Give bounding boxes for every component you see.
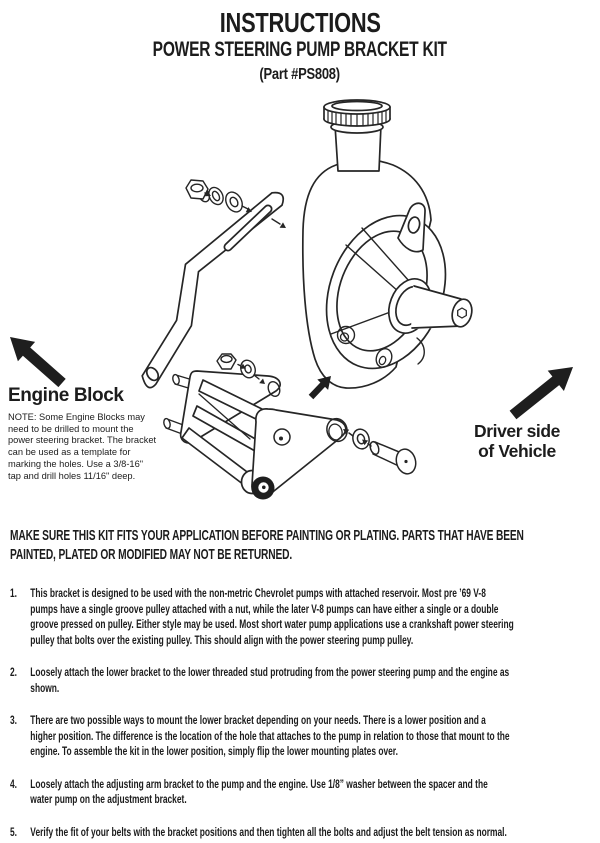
engine-block-arrow-icon [10,337,66,388]
hex-nut-icon [185,179,209,200]
adjusting-arm-bracket [141,191,285,389]
assembly-direction-arrow-icon [308,376,331,400]
warning-line: MAKE SURE THIS KIT FITS YOUR APPLICATION… [10,527,524,544]
instruction-item-3: 3. There are two possible ways to mount … [10,713,598,760]
note-line: tap and drill holes 11/16" deep. [8,470,136,481]
pump-assembly-illustration [10,99,573,500]
flat-washer-icon [225,191,243,213]
note-line: can be used as a template for [8,447,131,458]
warning-text: MAKE SURE THIS KIT FITS YOUR APPLICATION… [10,527,600,564]
item-number: 2. [10,665,18,679]
bolt-washer-icon [352,428,370,450]
engine-block-note: NOTE: Some Engine Blocks may need to be … [8,412,156,482]
mounting-bolt [343,428,417,475]
note-line: marking the holes. Use a 3/8-16" [8,458,144,469]
driver-side-label: Driver side of Vehicle [473,421,561,461]
engine-block-label: Engine Block [8,385,124,406]
instruction-item-2: 2. Loosely attach the lower bracket to t… [10,665,598,696]
mounting-ear [397,202,426,253]
pump-shaft [387,278,473,334]
reservoir-cap-icon [323,99,391,127]
page-subtitle: POWER STEERING PUMP BRACKET KIT [152,38,448,61]
note-line: NOTE: Some Engine Blocks may [8,412,145,422]
lower-bracket [163,353,417,500]
header: INSTRUCTIONS POWER STEERING PUMP BRACKET… [0,8,600,86]
driver-side-arrow-icon [509,367,573,420]
item-number: 1. [10,586,18,600]
instructions-list: 1. This bracket is designed to be used w… [10,586,598,843]
instruction-item-4: 4. Loosely attach the adjusting arm brac… [10,777,598,808]
bracket-hardware [216,353,265,384]
note-line: power steering bracket. The bracket [8,435,157,446]
item-text: Loosely attach the lower bracket to the … [30,665,510,695]
page-title: INSTRUCTIONS [219,7,381,38]
front-plate [251,408,347,499]
item-text: Loosely attach the adjusting arm bracket… [30,776,488,807]
part-number: (Part #PS808) [259,66,341,83]
item-text: There are two possible ways to mount the… [30,713,510,758]
note-line: need to be drilled to mount the [8,423,134,434]
warning-line: PAINTED, PLATED OR MODIFIED MAY NOT BE R… [10,545,293,563]
instruction-item-1: 1. This bracket is designed to be used w… [10,586,598,648]
item-text: This bracket is designed to be used with… [30,586,514,647]
instruction-item-5: 5. Verify the fit of your belts with the… [10,825,598,841]
arm-hardware [185,179,286,228]
item-number: 4. [10,776,18,791]
item-text: Verify the fit of your belts with the br… [30,824,507,839]
item-number: 3. [10,713,18,727]
spacer-bushing-icon [251,476,275,500]
item-number: 5. [10,824,18,839]
power-steering-pump [301,99,473,389]
